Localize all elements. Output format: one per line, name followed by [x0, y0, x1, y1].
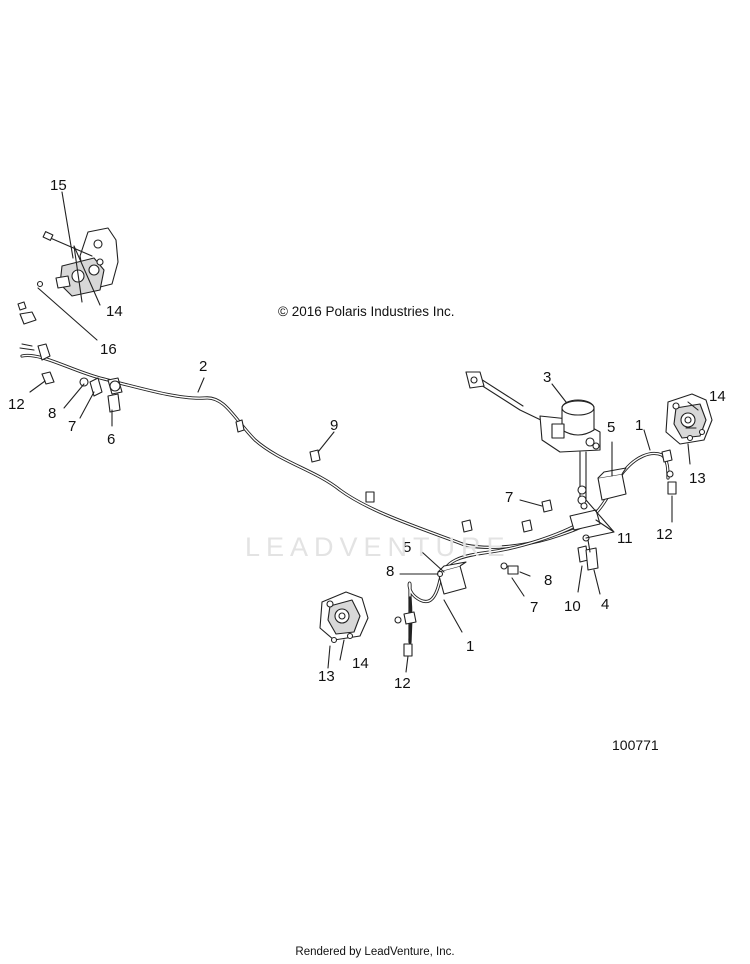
front-clips — [436, 442, 600, 578]
watermark: LEADVENTURE — [245, 532, 511, 562]
callout-7-front: 7 — [505, 489, 513, 506]
rear-line-fittings — [17, 301, 55, 385]
callout-12-front-left: 12 — [394, 675, 411, 692]
callout-1-upper: 1 — [635, 417, 643, 434]
callout-8-rear: 8 — [48, 405, 56, 422]
callout-7-rear: 7 — [68, 418, 76, 435]
front-right-caliper — [661, 393, 713, 495]
callout-5-upper: 5 — [607, 419, 615, 436]
callout-1-lower: 1 — [466, 638, 474, 655]
callout-11: 11 — [617, 530, 633, 547]
callout-14-rear: 14 — [106, 303, 123, 320]
callout-3: 3 — [543, 369, 551, 386]
master-cylinder — [465, 371, 601, 505]
callout-13-front-left: 13 — [318, 668, 335, 685]
callout-9: 9 — [330, 417, 338, 434]
protective-sleeves — [437, 467, 627, 595]
callout-2: 2 — [199, 358, 207, 375]
callout-8-front-left: 8 — [386, 563, 394, 580]
callout-12-rear: 12 — [8, 396, 25, 413]
callout-16: 16 — [100, 341, 117, 358]
figure-number: 100771 — [612, 737, 659, 753]
brake-line-front-left — [407, 520, 584, 644]
junction-block — [569, 502, 601, 571]
callout-7-lower: 7 — [530, 599, 538, 616]
callout-5-lower: 5 — [403, 539, 411, 556]
leader-lines — [29, 191, 699, 673]
footer-credit: Rendered by LeadVenture, Inc. — [295, 946, 455, 958]
callout-4: 4 — [601, 596, 609, 613]
callout-14-front-left: 14 — [352, 655, 369, 672]
callout-14-front-right: 14 — [709, 388, 726, 405]
rear-clips — [79, 377, 123, 413]
callout-15: 15 — [50, 177, 67, 194]
front-left-caliper — [319, 591, 417, 657]
callout-10: 10 — [564, 598, 581, 615]
callout-13-front-right: 13 — [689, 470, 706, 487]
callout-6: 6 — [107, 431, 115, 448]
copyright-notice: © 2016 Polaris Industries Inc. — [278, 304, 455, 319]
line-clips — [235, 419, 533, 533]
callout-8-front-right: 8 — [544, 572, 552, 589]
rear-brake-caliper — [36, 227, 119, 297]
brake-line-main — [20, 353, 592, 549]
callout-12-front-right: 12 — [656, 526, 673, 543]
